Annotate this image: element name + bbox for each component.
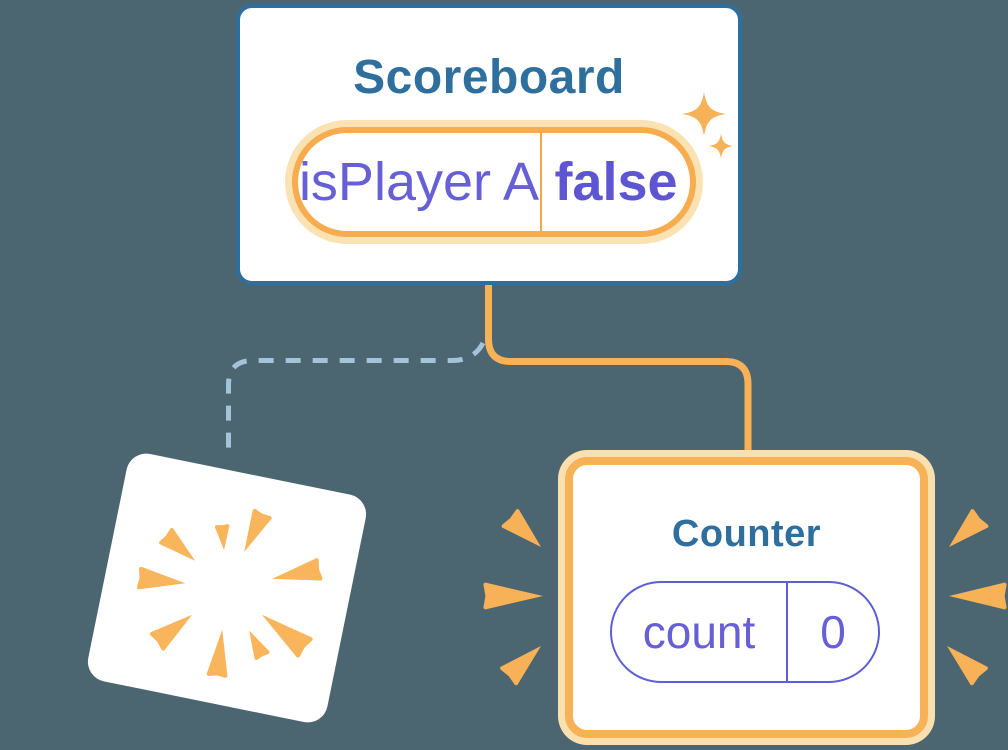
- connector-destroyed-dashed: [226, 341, 486, 458]
- poof-ray-icon: [148, 605, 199, 652]
- poof-ray-icon: [270, 557, 324, 590]
- sparkle-icon: [682, 92, 726, 136]
- scoreboard-title: Scoreboard: [353, 51, 625, 104]
- pill-divider: [786, 583, 788, 681]
- scoreboard-component-card: Scoreboard isPlayer A false: [236, 4, 742, 285]
- pill-divider: [540, 133, 542, 231]
- connector-preserved-orange: [485, 281, 752, 456]
- scoreboard-state-pill: isPlayer A false: [292, 127, 696, 237]
- state-label: count: [642, 606, 756, 658]
- state-value: false: [554, 152, 678, 212]
- destroyed-component-card: [84, 450, 370, 726]
- sparkle-icon: [708, 133, 734, 159]
- poof-ray-icon: [241, 626, 271, 661]
- counter-state-pill: count 0: [610, 581, 880, 683]
- counter-title: Counter: [671, 513, 822, 555]
- poof-ray-icon: [136, 566, 186, 595]
- poof-ray-icon: [206, 628, 233, 678]
- state-value: 0: [820, 606, 846, 658]
- counter-component-card: Counter count 0: [565, 457, 928, 738]
- poof-ray-icon: [158, 526, 203, 569]
- poof-ray-icon: [234, 507, 273, 556]
- poof-ray-icon: [214, 524, 232, 551]
- state-label: isPlayer A: [298, 152, 540, 212]
